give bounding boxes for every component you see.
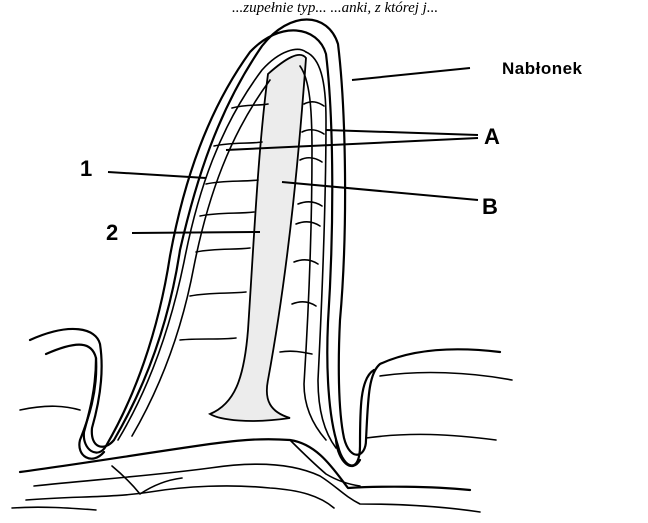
label-1: 1	[80, 156, 92, 181]
basal-line-4	[12, 507, 96, 510]
leader-epithelium	[352, 68, 470, 80]
label-epithelium: Nabłonek	[502, 59, 583, 78]
leader-2	[132, 232, 260, 233]
label-a: A	[484, 124, 500, 149]
left-tissue-line	[20, 406, 80, 410]
basal-line-2	[34, 464, 480, 512]
label-b: B	[482, 194, 498, 219]
central-lacteal	[210, 55, 306, 421]
basal-line-3	[26, 486, 334, 508]
capillary-right-inner	[300, 66, 326, 440]
label-2: 2	[106, 220, 118, 245]
leader-a-right	[326, 130, 478, 135]
left-crypt	[79, 358, 104, 459]
right-tissue-line-lower	[366, 434, 496, 440]
vessel-branch-left	[112, 466, 182, 494]
caption-fragment: ...zupełnie typ... ...anki, z której j..…	[232, 0, 438, 16]
right-tissue-line	[380, 373, 512, 380]
